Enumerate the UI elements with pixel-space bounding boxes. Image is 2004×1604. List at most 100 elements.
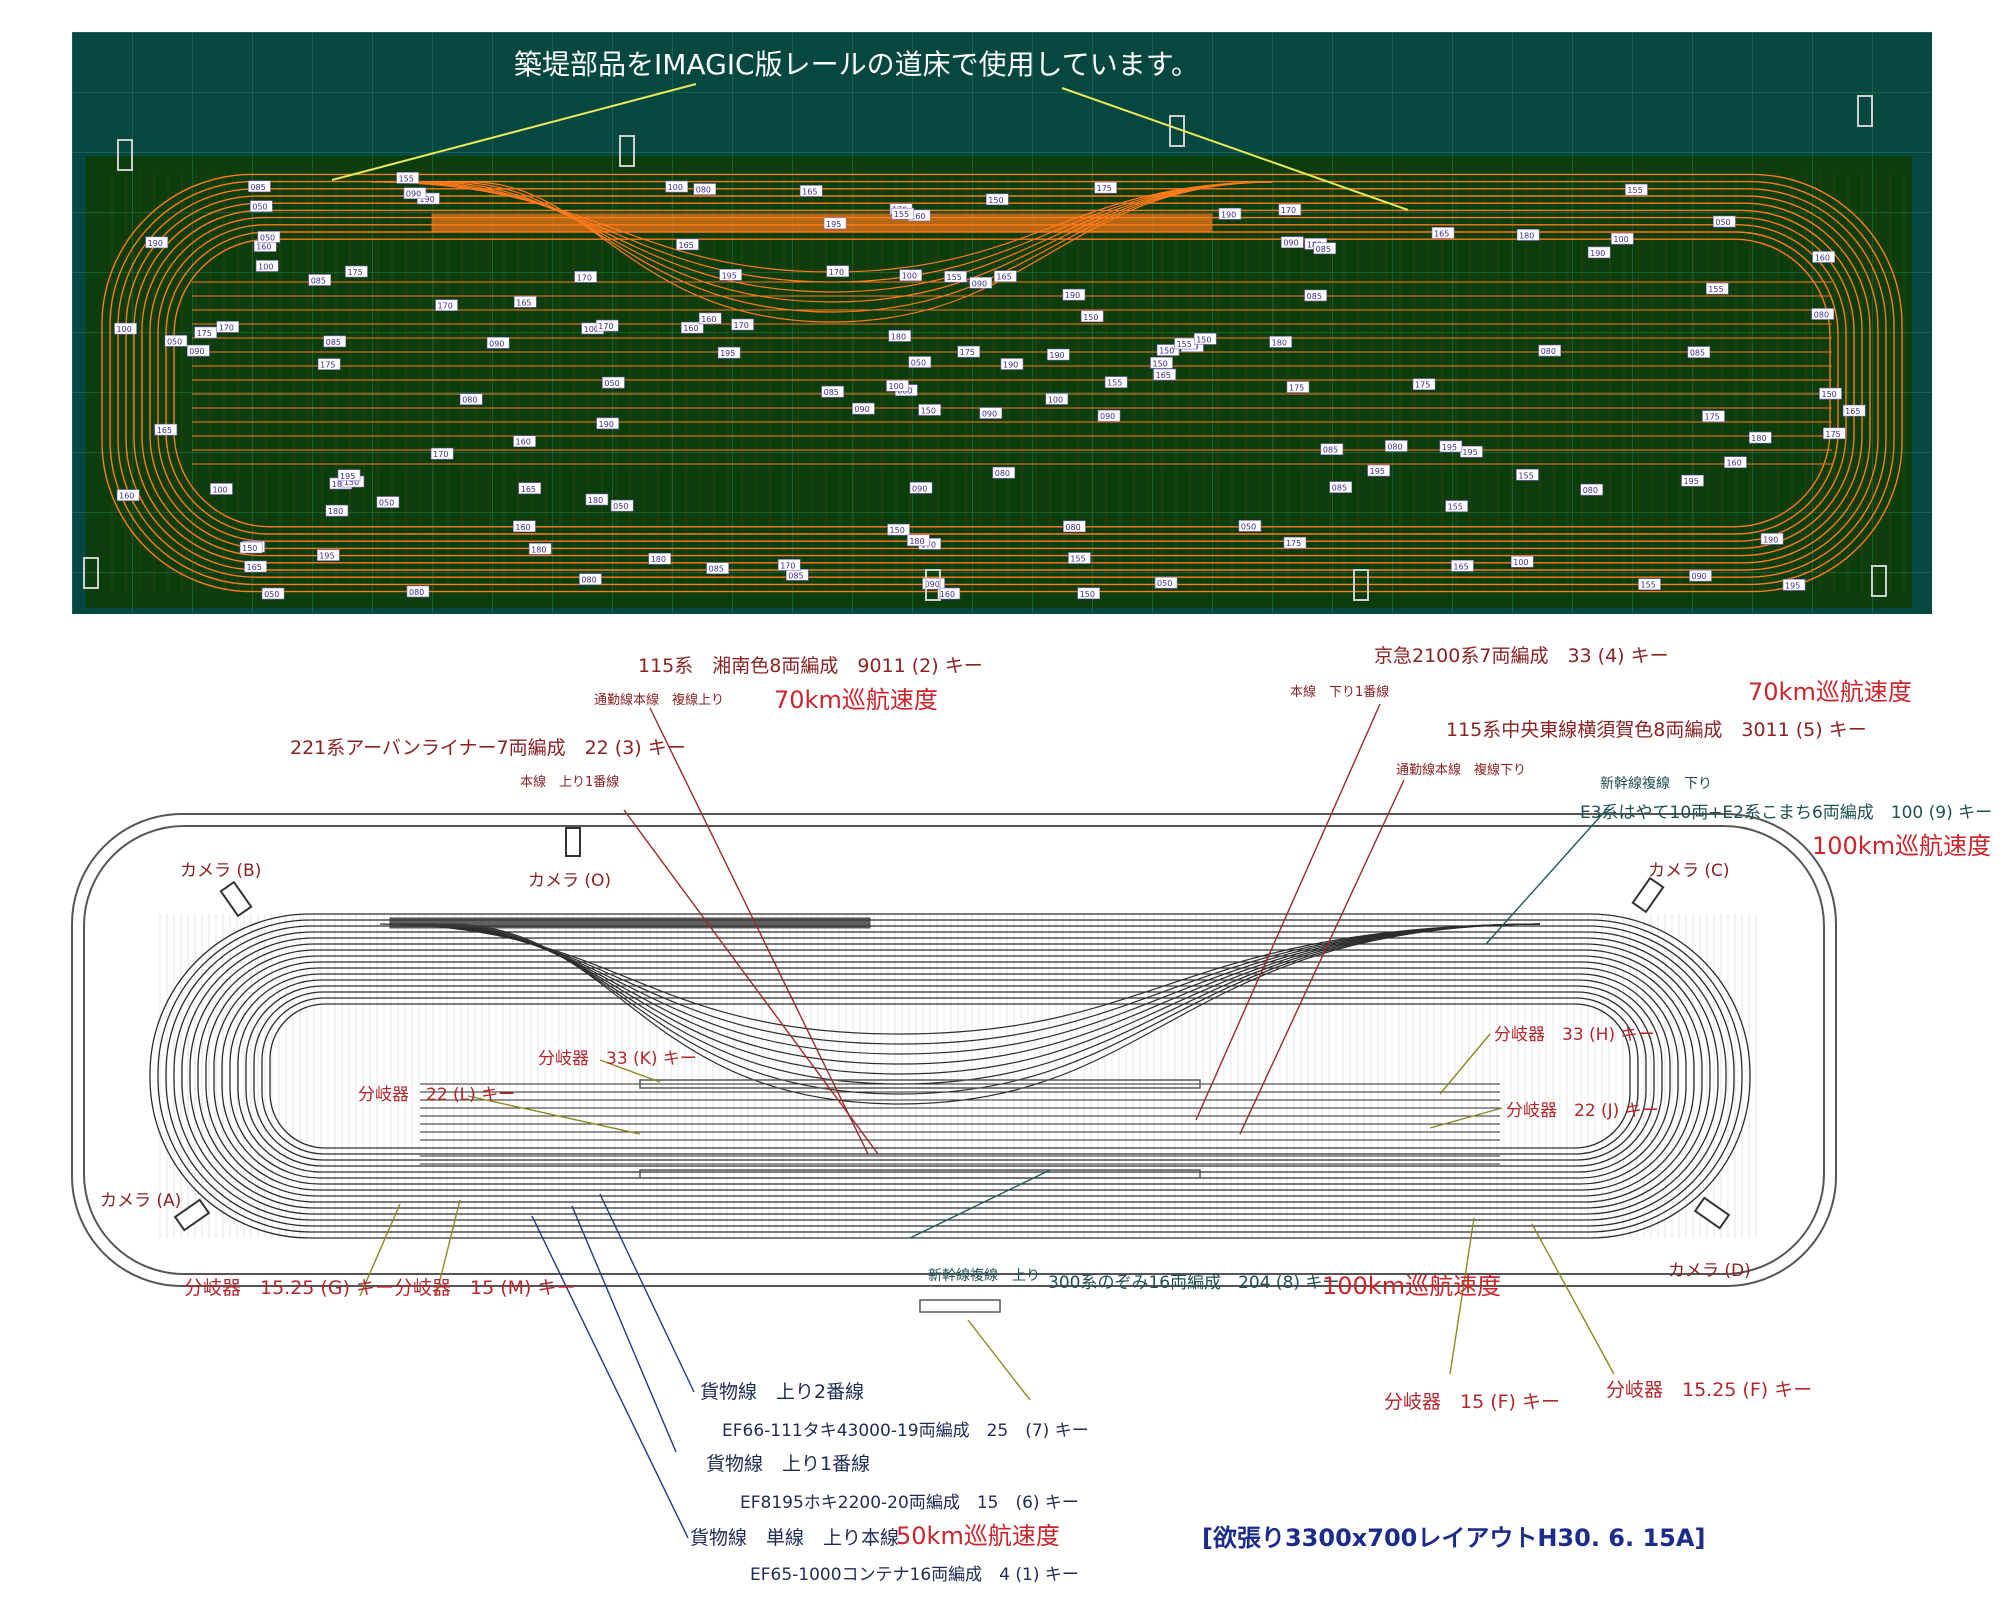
train-e3-line: 新幹線複線 下り	[1600, 775, 1712, 792]
track-number-chip: 195	[1439, 440, 1463, 453]
svg-text:090: 090	[189, 347, 204, 356]
svg-text:155: 155	[1070, 555, 1085, 564]
svg-text:170: 170	[1281, 206, 1296, 215]
track-number-chip: 180	[1748, 431, 1772, 444]
svg-text:080: 080	[995, 469, 1010, 478]
track-number-chip: 195	[719, 269, 742, 281]
svg-text:165: 165	[802, 187, 817, 196]
track-number-chip: 085	[1320, 443, 1344, 455]
loop-track	[197, 949, 1703, 1203]
svg-text:180: 180	[531, 545, 546, 554]
track-number-chip: 170	[430, 447, 454, 460]
svg-text:085: 085	[1332, 484, 1347, 493]
track-number-chip: 150	[1819, 387, 1842, 400]
track-number-chip: 190	[596, 417, 619, 430]
camera-a-label: カメラ (A)	[100, 1191, 181, 1211]
svg-text:050: 050	[1157, 579, 1172, 588]
track-number-chip: 080	[406, 585, 430, 598]
track-number-chip: 155	[1705, 282, 1729, 295]
track-number-chip: 170	[435, 299, 458, 311]
track-number-chip: 160	[698, 312, 722, 325]
svg-text:160: 160	[1726, 459, 1741, 468]
track-number-chip: 180	[1516, 229, 1540, 241]
svg-text:170: 170	[734, 321, 749, 330]
track-number-chip: 170	[826, 265, 850, 278]
track-number-chip: 090	[922, 577, 945, 590]
track-number-chip: 090	[852, 402, 875, 415]
track-number-chip: 150	[239, 541, 263, 554]
svg-text:160: 160	[515, 523, 530, 532]
track-number-chip: 100	[210, 483, 233, 495]
track-number-chip: 085	[1304, 289, 1327, 302]
svg-text:165: 165	[1845, 407, 1860, 416]
train-e3-label: E3系はやて10両+E2系こまち6両編成 100 (9) キー	[1580, 803, 1992, 823]
cad-track-plan: 090 085 080 100 150 050 170 165 180 155 190 195 175 1…	[72, 32, 1932, 614]
track-number-chip: 155	[1068, 552, 1091, 564]
freight1-line: 貨物線 上り1番線	[706, 1453, 870, 1475]
svg-text:090: 090	[1100, 412, 1115, 421]
svg-text:085: 085	[709, 565, 724, 574]
track-number-chip: 160	[513, 520, 536, 533]
svg-text:085: 085	[1307, 292, 1322, 301]
svg-text:155: 155	[1107, 379, 1122, 388]
track-number-chip: 090	[186, 344, 210, 357]
svg-text:170: 170	[577, 273, 592, 282]
svg-text:165: 165	[996, 273, 1011, 282]
svg-text:175: 175	[347, 268, 362, 277]
loop-track	[165, 925, 1735, 1227]
track-number-chip: 165	[244, 560, 267, 573]
track-number-chip: 170	[777, 559, 801, 571]
track-number-chip: 050	[250, 200, 273, 213]
track-number-chip: 175	[1823, 427, 1846, 440]
train-nozomi-line: 新幹線複線 上り	[928, 1267, 1040, 1284]
svg-text:165: 165	[516, 298, 531, 307]
track-number-chip: 090	[979, 407, 1003, 419]
track-number-chip: 085	[248, 180, 271, 193]
freight-single-label: EF65-1000コンテナ16両編成 4 (1) キー	[750, 1565, 1079, 1585]
track-number-chip: 175	[1094, 181, 1117, 194]
track-number-chip: 085	[1329, 481, 1353, 493]
track-number-chip: 150	[887, 523, 910, 536]
track-number-chip: 080	[1063, 520, 1086, 533]
track-number-chip: 155	[1638, 578, 1661, 591]
switch-l-label: 分岐器 22 (L) キー	[358, 1085, 515, 1105]
train-221-line: 本線 上り1番線	[520, 774, 619, 790]
loop-track	[245, 985, 1655, 1167]
train-keikyu-speed: 70km巡航速度	[1748, 678, 1912, 706]
track-number-chip: 160	[681, 321, 704, 334]
svg-text:195: 195	[1442, 443, 1457, 452]
svg-text:175: 175	[1705, 413, 1720, 422]
svg-text:050: 050	[260, 233, 275, 242]
track-number-chip: 100	[886, 379, 909, 392]
svg-text:080: 080	[1541, 347, 1556, 356]
train-115-yokosuka-label: 115系中央東線横須賀色8両編成 3011 (5) キー	[1446, 719, 1867, 741]
svg-text:180: 180	[651, 555, 666, 564]
track-number-chip: 085	[323, 335, 347, 348]
svg-text:050: 050	[379, 499, 394, 508]
svg-text:100: 100	[902, 272, 917, 281]
svg-text:160: 160	[516, 438, 531, 447]
camera-o-label: カメラ (O)	[528, 871, 611, 891]
svg-text:150: 150	[1083, 313, 1098, 322]
track-number-chip: 150	[1077, 587, 1100, 600]
svg-text:180: 180	[891, 332, 906, 341]
svg-text:085: 085	[788, 571, 803, 580]
track-number-chip: 180	[907, 534, 930, 547]
track-number-chip: 155	[891, 207, 915, 220]
svg-text:080: 080	[409, 588, 424, 597]
track-number-chip: 175	[1283, 536, 1307, 549]
track-number-chip: 160	[513, 435, 536, 448]
svg-text:190: 190	[1221, 210, 1236, 219]
svg-text:155: 155	[1518, 471, 1533, 480]
track-number-chip: 100	[1510, 555, 1534, 568]
orange-bridge	[431, 213, 1213, 233]
track-number-chip: 050	[261, 587, 285, 600]
track-number-chip: 100	[665, 180, 688, 193]
track-number-chip: 100	[899, 269, 923, 281]
switch-g-label: 分岐器 15.25 (G) キー	[184, 1277, 394, 1299]
svg-text:100: 100	[1613, 235, 1628, 244]
loop-track	[149, 913, 1751, 1239]
svg-text:150: 150	[1153, 359, 1168, 368]
track-number-chip: 100	[1045, 393, 1069, 405]
svg-text:195: 195	[340, 472, 355, 481]
